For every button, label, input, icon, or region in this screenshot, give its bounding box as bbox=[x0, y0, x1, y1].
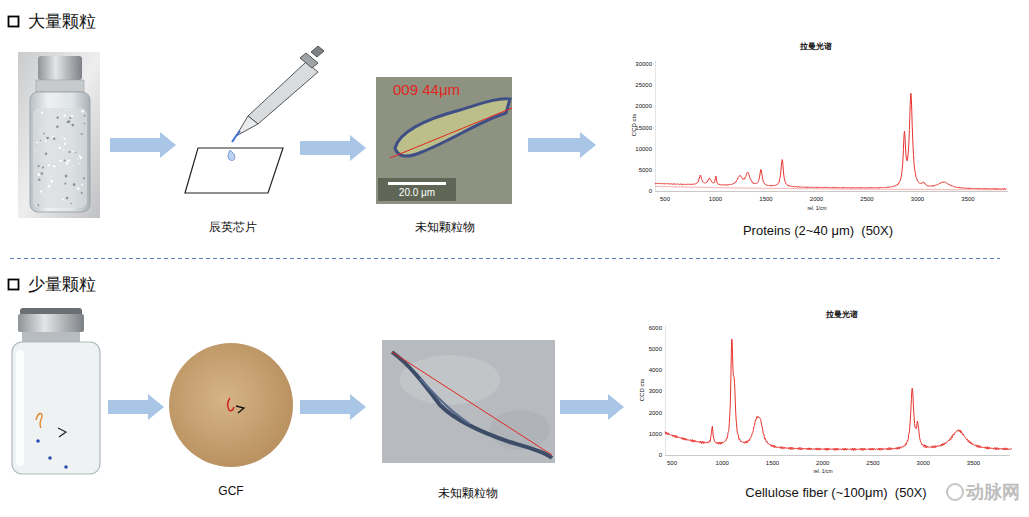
watermark: 动脉网 bbox=[966, 482, 1020, 503]
header-square bbox=[9, 280, 19, 290]
tick-label: 5000 bbox=[639, 166, 652, 173]
tick-label: 1500 bbox=[766, 460, 779, 467]
step-panel: 未知颗粒物 bbox=[382, 340, 555, 505]
pipette-slide bbox=[185, 46, 324, 193]
section-separator bbox=[10, 258, 1000, 259]
flow-arrow bbox=[560, 394, 624, 420]
tick-label: 15000 bbox=[635, 124, 652, 131]
tick-label: 1000 bbox=[649, 430, 662, 437]
flow-arrow bbox=[300, 394, 366, 420]
tick-label: 2000 bbox=[816, 460, 829, 467]
tick-label: 30000 bbox=[635, 61, 652, 68]
watermark-logo bbox=[947, 484, 963, 500]
tick-label: 2000 bbox=[649, 409, 662, 416]
tick-label: 6000 bbox=[649, 324, 662, 331]
result-caption: Cellulose fiber (~100μm) (50X) bbox=[745, 486, 926, 501]
raman-chart bbox=[665, 325, 1012, 456]
chart-title: 拉曼光谱 bbox=[800, 42, 832, 51]
vial-photo bbox=[12, 308, 100, 474]
step-panel: GCF bbox=[168, 342, 294, 504]
raman-chart bbox=[655, 60, 1008, 192]
step-panel: 拉曼光谱 Proteins (2~40 μm) (50X) bbox=[618, 38, 1015, 243]
step-caption: GCF bbox=[218, 485, 243, 499]
section-heading: 少量颗粒 bbox=[28, 275, 96, 295]
tick-label: 500 bbox=[667, 460, 677, 467]
tick-label: 3000 bbox=[911, 196, 924, 203]
tick-label: 1000 bbox=[716, 460, 729, 467]
tick-label: 1500 bbox=[759, 196, 772, 203]
tick-label: 3000 bbox=[649, 388, 662, 395]
axis-title: CCD cts bbox=[639, 379, 646, 401]
flow-arrow bbox=[528, 132, 596, 158]
axis-title: rel. 1/cm bbox=[813, 469, 832, 475]
step-panel: 009 44μm 20.0 μm 未知颗粒物 bbox=[376, 77, 512, 242]
tick-label: 2000 bbox=[810, 196, 823, 203]
header-square bbox=[9, 17, 19, 27]
tick-label: 5000 bbox=[649, 346, 662, 353]
tick-label: 3500 bbox=[967, 460, 980, 467]
step-caption: 未知颗粒物 bbox=[438, 487, 498, 501]
tick-label: 4000 bbox=[649, 367, 662, 374]
step-caption: 未知颗粒物 bbox=[415, 221, 475, 235]
tick-label: 0 bbox=[659, 452, 662, 459]
vial-photo bbox=[18, 52, 100, 218]
tick-label: 1000 bbox=[709, 196, 722, 203]
scale-bar-label: 20.0 μm bbox=[399, 187, 435, 199]
tick-label: 10000 bbox=[635, 145, 652, 152]
micrograph bbox=[376, 77, 512, 204]
tick-label: 500 bbox=[660, 196, 670, 203]
axis-title: rel. 1/cm bbox=[807, 206, 826, 212]
tick-label: 3000 bbox=[917, 460, 930, 467]
step-panel: 辰英芯片 bbox=[180, 140, 292, 240]
step-caption: 辰英芯片 bbox=[209, 221, 257, 235]
tick-label: 2500 bbox=[866, 460, 879, 467]
section-heading: 大量颗粒 bbox=[28, 12, 96, 32]
tick-label: 25000 bbox=[635, 82, 652, 89]
result-caption: Proteins (2~40 μm) (50X) bbox=[743, 224, 893, 239]
tick-label: 0 bbox=[649, 188, 652, 195]
filter-membrane bbox=[169, 343, 293, 467]
micrograph bbox=[382, 340, 555, 463]
tick-label: 20000 bbox=[635, 103, 652, 110]
flow-arrow bbox=[110, 132, 176, 158]
measurement-text: 009 44μm bbox=[393, 81, 460, 98]
flow-arrow bbox=[108, 394, 164, 420]
tick-label: 2500 bbox=[860, 196, 873, 203]
tick-label: 3500 bbox=[961, 196, 974, 203]
chart-title: 拉曼光谱 bbox=[826, 310, 858, 319]
flow-arrow bbox=[300, 135, 366, 161]
